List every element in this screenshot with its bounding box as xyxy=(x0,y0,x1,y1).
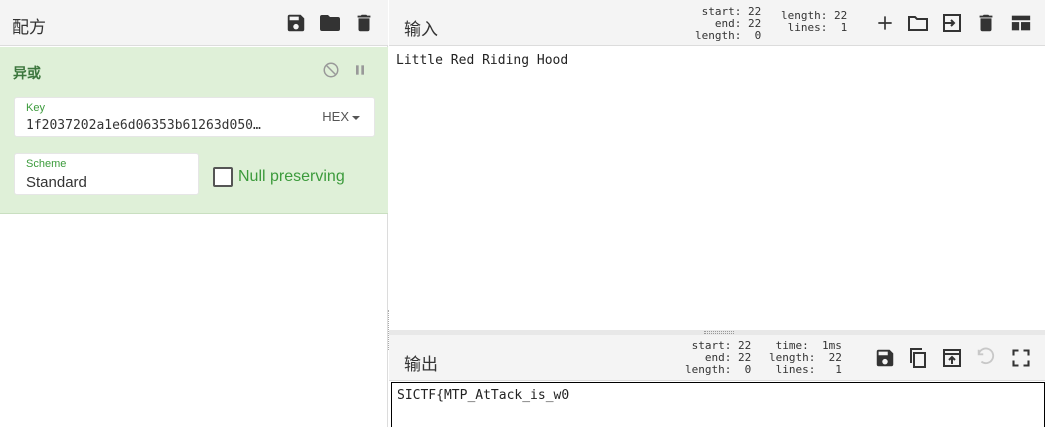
horizontal-splitter[interactable] xyxy=(389,330,1045,335)
key-field[interactable]: Key 1f2037202a1e6d06353b61263d050… HEX xyxy=(14,97,375,137)
output-textarea[interactable]: SICTF{MTP_AtTack_is_w0 xyxy=(391,382,1045,427)
output-start: start: 22 xyxy=(691,339,752,352)
undo-icon[interactable] xyxy=(974,346,998,370)
output-info-stats: time: 1ms length: 22 lines: 1 xyxy=(769,340,842,376)
input-textarea[interactable]: Little Red Riding Hood xyxy=(396,53,569,68)
input-pane: 输入 start: 22 end: 22 length: 0 length: 2… xyxy=(389,0,1045,330)
scheme-label: Scheme xyxy=(26,158,67,170)
input-length: length: 22 xyxy=(781,9,848,22)
output-text: SICTF{MTP_AtTack_is_w0 xyxy=(397,388,570,403)
scheme-value: Standard xyxy=(26,174,87,191)
recipe-pane: 配方 异或 Key 1f2037202a1e6d06353b61263d050…… xyxy=(0,0,388,427)
scheme-select[interactable]: Scheme Standard xyxy=(14,153,199,195)
output-lines: lines: 1 xyxy=(775,363,842,376)
key-label: Key xyxy=(26,102,45,114)
open-file-folder-icon[interactable] xyxy=(906,11,930,35)
input-title: 输入 xyxy=(404,20,438,40)
input-length-stats: length: 22 lines: 1 xyxy=(781,10,847,34)
replace-input-icon[interactable] xyxy=(940,346,964,370)
recipe-header: 配方 xyxy=(0,0,388,46)
recipe-title: 配方 xyxy=(12,18,46,38)
key-input[interactable]: 1f2037202a1e6d06353b61263d050… xyxy=(26,118,261,133)
copy-output-icon[interactable] xyxy=(906,346,930,370)
maximise-output-icon[interactable] xyxy=(1009,346,1033,370)
vertical-splitter[interactable] xyxy=(388,310,390,350)
reset-layout-icon[interactable] xyxy=(1009,11,1033,35)
input-lines: lines: 1 xyxy=(787,21,848,34)
input-selection-stats: start: 22 end: 22 length: 0 xyxy=(695,6,761,42)
clear-input-trash-icon[interactable] xyxy=(974,11,998,35)
save-output-icon[interactable] xyxy=(873,346,897,370)
null-preserving-checkbox[interactable] xyxy=(213,167,233,187)
output-header: 输出 start: 22 end: 22 length: 0 time: 1ms… xyxy=(389,335,1045,381)
null-preserving-label[interactable]: Null preserving xyxy=(238,168,345,185)
pause-operation-icon[interactable] xyxy=(350,60,370,80)
output-length: length: 22 xyxy=(769,351,842,364)
operation-title: 异或 xyxy=(13,66,41,82)
splitter-grip-icon[interactable] xyxy=(704,331,734,334)
output-time: time: 1ms xyxy=(775,339,842,352)
chevron-down-icon xyxy=(352,115,360,120)
output-pane: 输出 start: 22 end: 22 length: 0 time: 1ms… xyxy=(389,335,1045,427)
input-header: 输入 start: 22 end: 22 length: 0 length: 2… xyxy=(389,0,1045,46)
open-folder-arrow-icon[interactable] xyxy=(940,11,964,35)
clear-recipe-trash-icon[interactable] xyxy=(352,11,376,35)
input-end: end: 22 xyxy=(714,17,762,30)
key-format-label: HEX xyxy=(322,109,349,124)
output-selection-stats: start: 22 end: 22 length: 0 xyxy=(685,340,751,376)
key-format-dropdown[interactable]: HEX xyxy=(322,109,360,124)
output-end: end: 22 xyxy=(704,351,752,364)
input-selection-length: length: 0 xyxy=(695,29,762,42)
save-recipe-icon[interactable] xyxy=(284,11,308,35)
input-start: start: 22 xyxy=(701,5,762,18)
output-title: 输出 xyxy=(404,355,438,375)
add-input-tab-icon[interactable] xyxy=(873,11,897,35)
disable-operation-icon[interactable] xyxy=(321,60,341,80)
load-recipe-folder-icon[interactable] xyxy=(318,11,342,35)
output-selection-length: length: 0 xyxy=(685,363,752,376)
